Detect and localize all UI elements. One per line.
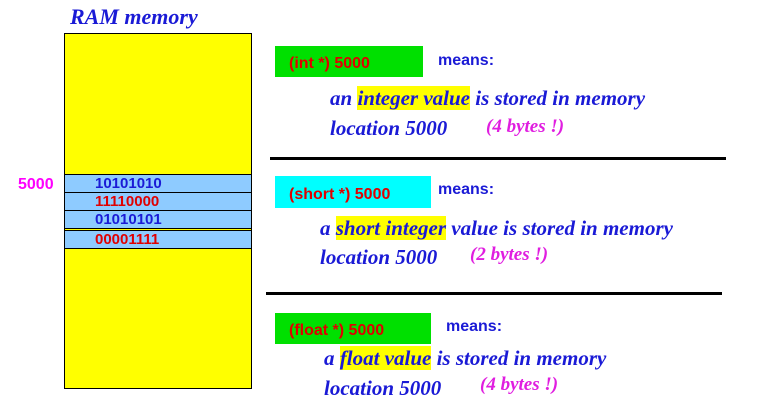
desc-post: value is stored in memory [446, 216, 673, 240]
memory-cell-bits: 10101010 [95, 175, 162, 192]
float-size-note: (4 bytes !) [480, 374, 559, 395]
memory-cell: 01010101 [64, 210, 252, 229]
int-location: location 5000 [330, 116, 448, 140]
short-location: location 5000 [320, 245, 438, 269]
desc-post: is stored in memory [470, 86, 646, 110]
memory-cell-bits: 00001111 [95, 231, 160, 248]
desc-pre: an [330, 86, 358, 110]
memory-cell-bits: 11110000 [95, 193, 160, 210]
memory-cell: 11110000 [64, 192, 252, 211]
memory-cell: 00001111 [64, 230, 252, 249]
divider [270, 157, 726, 160]
short-description: a short integer value is stored in memor… [320, 216, 673, 241]
int-description: an integer value is stored in memory [330, 86, 645, 111]
desc-pre: a [324, 346, 340, 370]
divider [266, 292, 722, 295]
means-label: means: [438, 52, 495, 69]
desc-pre: a [320, 216, 336, 240]
means-label: means: [446, 318, 503, 335]
means-label: means: [438, 181, 495, 198]
desc-highlight: integer value [357, 86, 471, 110]
desc-highlight: short integer [335, 216, 447, 240]
float-location: location 5000 [324, 376, 442, 400]
short-size-note: (2 bytes !) [470, 244, 549, 265]
memory-address-label: 5000 [18, 176, 54, 193]
float-description: a float value is stored in memory [324, 346, 606, 371]
float-pointer-badge: (float *) 5000 [275, 313, 431, 344]
diagram-title: RAM memory [70, 4, 198, 29]
int-size-note: (4 bytes !) [486, 116, 565, 137]
int-pointer-badge: (int *) 5000 [275, 46, 423, 77]
desc-post: is stored in memory [431, 346, 607, 370]
short-pointer-badge: (short *) 5000 [275, 176, 431, 208]
memory-cell-bits: 01010101 [95, 211, 162, 228]
desc-highlight: float value [339, 346, 432, 370]
memory-cell: 10101010 [64, 174, 252, 193]
